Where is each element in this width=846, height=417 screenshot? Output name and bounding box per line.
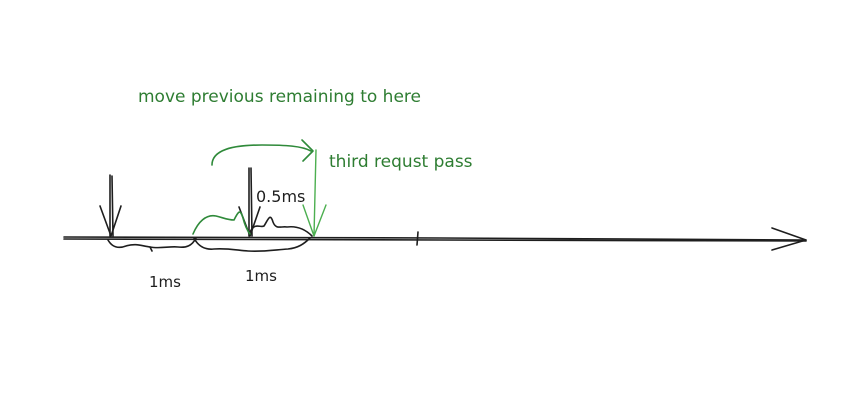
request-arrow-1 xyxy=(99,174,122,237)
time-axis xyxy=(63,227,807,251)
axis-arrowhead xyxy=(771,227,807,251)
half-ms-label: 0.5ms xyxy=(256,187,305,206)
request-arrow-3 xyxy=(302,149,327,237)
move-arrow xyxy=(211,139,314,166)
brace-second-interval xyxy=(193,237,311,253)
first-interval-label: 1ms xyxy=(149,273,181,291)
move-note-label: move previous remaining to here xyxy=(138,87,421,107)
wave-remaining xyxy=(192,211,251,235)
third-request-label: third requst pass xyxy=(329,152,473,172)
second-interval-label: 1ms xyxy=(245,267,277,285)
axis-tick xyxy=(416,231,419,246)
wave-half-interval xyxy=(249,216,313,237)
